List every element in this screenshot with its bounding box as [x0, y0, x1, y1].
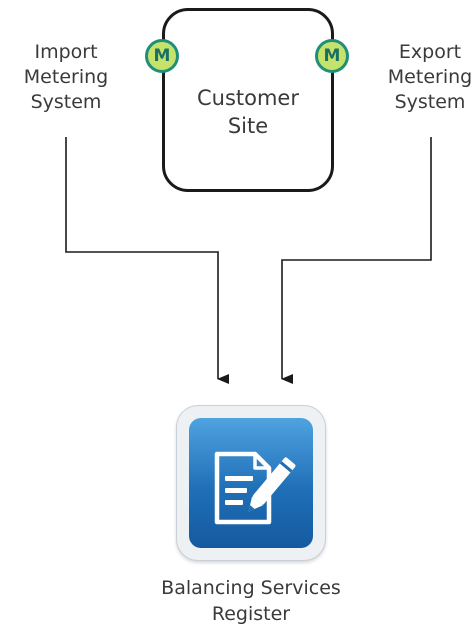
import-flow-line	[65, 137, 229, 384]
register-app-icon	[176, 405, 326, 561]
customer-site-line1: Customer	[196, 86, 299, 110]
register-label-line2: Register	[211, 603, 291, 625]
export-label-line1: Export	[398, 41, 462, 63]
import-meter-icon: M	[145, 39, 179, 73]
import-label-line1: Import	[34, 41, 98, 63]
import-label-line2: Metering	[23, 66, 109, 88]
register-icon-tile	[189, 418, 313, 548]
import-meter-letter: M	[153, 46, 171, 66]
register-label: Balancing Services Register	[132, 575, 370, 627]
export-flow-line	[281, 137, 432, 384]
export-label-line3: System	[394, 91, 466, 113]
import-metering-system-label: Import Metering System	[14, 40, 118, 115]
document-pen-icon	[214, 451, 296, 525]
customer-site-label: Customer Site	[186, 84, 310, 140]
customer-site-line2: Site	[227, 114, 269, 138]
export-meter-icon: M	[315, 39, 349, 73]
export-label-line2: Metering	[387, 66, 473, 88]
import-label-line3: System	[30, 91, 102, 113]
export-metering-system-label: Export Metering System	[378, 40, 475, 115]
customer-site-box	[162, 8, 334, 192]
export-meter-letter: M	[323, 46, 341, 66]
register-label-line1: Balancing Services	[161, 577, 341, 599]
